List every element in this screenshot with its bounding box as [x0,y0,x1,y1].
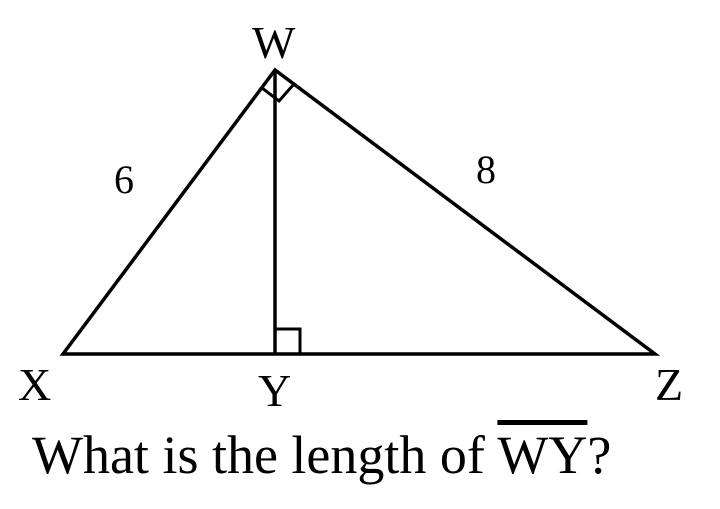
triangle-diagram [59,67,661,356]
side-label-wx: 6 [114,157,134,202]
vertex-label-y: Y [258,365,292,416]
vertex-label-z: Z [655,359,684,410]
vertex-label-x: X [18,359,52,410]
question-suffix: ? [587,425,612,485]
right-angle-mark-w [261,83,296,104]
vertex-label-w: W [252,17,296,68]
side-label-wz: 8 [476,147,496,192]
question-prefix: What is the length of [32,425,498,485]
right-angle-mark-y [275,327,302,354]
question-segment: WY [497,425,588,485]
triangle-xwz [59,67,661,356]
question-text: What is the length of WY? [32,428,611,482]
